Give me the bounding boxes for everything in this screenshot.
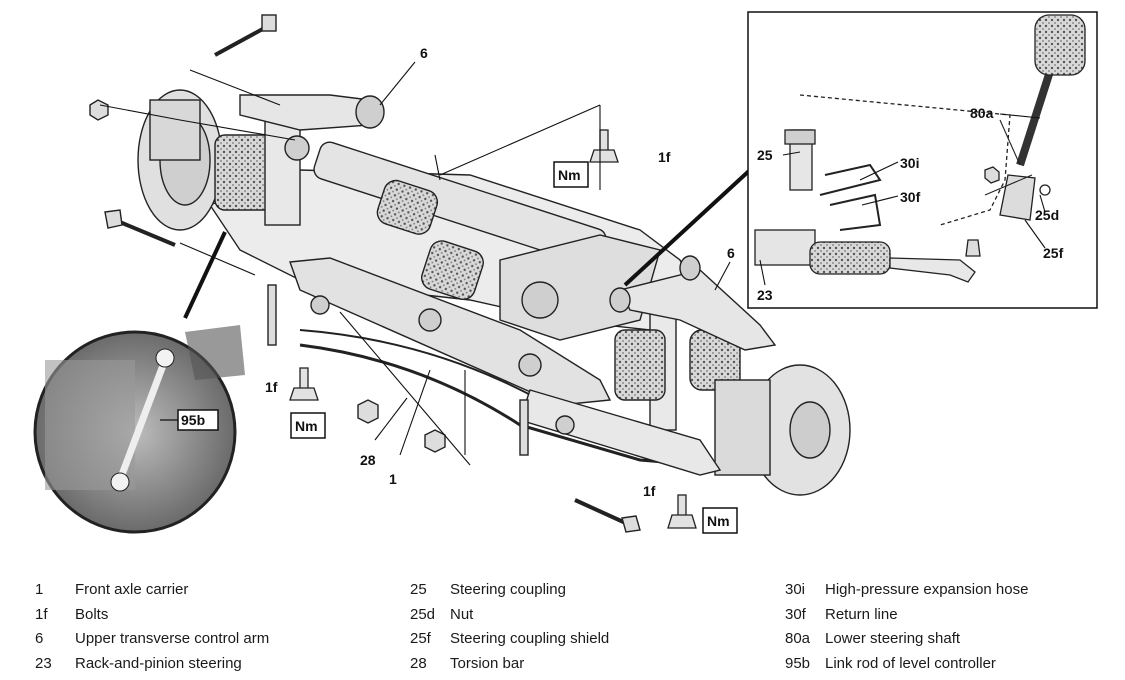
label-6-right: 6 bbox=[727, 245, 735, 261]
legend-item: 6 Upper transverse control arm bbox=[35, 627, 365, 652]
legend-description: Torsion bar bbox=[450, 654, 525, 672]
tie-rod-end bbox=[889, 257, 976, 283]
legend-description: Upper transverse control arm bbox=[75, 630, 270, 647]
legend-item: 23 Rack-and-pinion steering bbox=[35, 652, 365, 677]
label-1f-bottom: 1f bbox=[643, 483, 656, 499]
legend-code: 1f bbox=[35, 605, 48, 623]
svg-text:Nm: Nm bbox=[558, 167, 581, 183]
nm-box-left: Nm bbox=[290, 412, 326, 439]
label-25f: 25f bbox=[1043, 245, 1064, 261]
label-1: 1 bbox=[389, 471, 397, 487]
left-upper-control-arm bbox=[239, 94, 371, 131]
inset-steering-coupling bbox=[747, 11, 1098, 309]
legend-item: 1 Front axle carrier bbox=[35, 578, 365, 603]
legend-description: Link rod of level controller bbox=[825, 654, 996, 672]
legend-code: 95b bbox=[785, 654, 811, 672]
legend-description: Steering coupling bbox=[450, 581, 566, 598]
legend-item: 95b Link rod of level controller bbox=[785, 652, 1115, 677]
bolt-top-left bbox=[214, 23, 271, 57]
legend-code: 23 bbox=[35, 654, 52, 672]
legend-code: 1 bbox=[35, 581, 44, 598]
right-brake-caliper bbox=[714, 379, 771, 476]
label-1f-top: 1f bbox=[658, 149, 671, 165]
legend-code: 6 bbox=[35, 630, 44, 647]
stabilizer-link-left bbox=[267, 284, 277, 346]
upper-boot bbox=[1034, 14, 1086, 76]
main-axle-assembly bbox=[89, 14, 851, 533]
label-28: 28 bbox=[360, 452, 376, 468]
link-rod-95b bbox=[116, 358, 169, 482]
legend-description: Bolts bbox=[75, 605, 109, 623]
nut-top-left bbox=[89, 99, 109, 121]
right-strut-boot bbox=[614, 329, 666, 401]
front-axle-exploded-diagram: 6 6 1f 1f 1f 95b 28 1 25 30i 30f 80a 25d… bbox=[33, 11, 1098, 534]
label-30i: 30i bbox=[900, 155, 919, 171]
legend-column: 1 Front axle carrier 1f Bolts 6 Upper transve… bbox=[35, 578, 365, 676]
legend-code: 30f bbox=[785, 605, 806, 623]
label-95b: 95b bbox=[181, 412, 205, 428]
legend-item: 30f Return line bbox=[785, 603, 1115, 628]
legend-description: Nut bbox=[450, 605, 474, 623]
legend-code: 80a bbox=[785, 630, 811, 647]
label-6-top: 6 bbox=[420, 45, 428, 61]
inset-rack-housing bbox=[754, 229, 816, 266]
bolt-1f-left bbox=[289, 367, 319, 401]
label-80a: 80a bbox=[970, 105, 994, 121]
nm-box-top: Nm bbox=[553, 161, 589, 188]
legend-column: 25 Steering coupling 25d Nut 25f Steering cou… bbox=[410, 578, 740, 676]
legend-item: 30i High-pressure expansion hose bbox=[785, 578, 1115, 603]
legend-item: 25d Nut bbox=[410, 603, 740, 628]
right-upper-control-arm bbox=[618, 269, 777, 351]
legend-description: Rack-and-pinion steering bbox=[75, 654, 242, 672]
label-25d: 25d bbox=[1035, 207, 1059, 223]
legend-item: 25 Steering coupling bbox=[410, 578, 740, 603]
legend-code: 25f bbox=[410, 630, 431, 647]
torsion-bar bbox=[299, 343, 701, 467]
legend-item: 80a Lower steering shaft bbox=[785, 627, 1115, 652]
leader-lines bbox=[99, 61, 752, 466]
label-23: 23 bbox=[757, 287, 773, 303]
return-line bbox=[829, 193, 882, 231]
legend-description: Lower steering shaft bbox=[825, 630, 961, 647]
legend-item: 1f Bolts bbox=[35, 603, 365, 628]
legend-item: 25f Steering coupling shield bbox=[410, 627, 740, 652]
parts-legend: 1 Front axle carrier 1f Bolts 6 Upper transve… bbox=[0, 578, 1125, 678]
inset-rack-boot bbox=[809, 241, 891, 275]
nut-25d bbox=[984, 166, 1000, 184]
inset-photo-link-rod bbox=[33, 325, 245, 534]
nut-lower bbox=[424, 429, 446, 453]
legend-description: High-pressure expansion hose bbox=[825, 581, 1029, 598]
legend-item: 28 Torsion bar bbox=[410, 652, 740, 677]
bolt-left bbox=[114, 218, 176, 247]
svg-text:Nm: Nm bbox=[295, 418, 318, 434]
legend-code: 30i bbox=[785, 581, 806, 598]
label-30f: 30f bbox=[900, 189, 921, 205]
legend-description: Front axle carrier bbox=[75, 581, 189, 598]
bolt-bottom bbox=[574, 498, 631, 527]
legend-code: 25 bbox=[410, 581, 427, 598]
bolt-1f-bottom bbox=[667, 494, 697, 529]
nut-mid bbox=[357, 399, 379, 424]
svg-text:Nm: Nm bbox=[707, 513, 730, 529]
label-25: 25 bbox=[757, 147, 773, 163]
bolt-1f-top bbox=[589, 129, 619, 163]
center-rack-boot bbox=[421, 240, 484, 301]
legend-column: 30i High-pressure expansion hose 30f Return… bbox=[785, 578, 1115, 676]
stabilizer-link-right bbox=[519, 399, 529, 456]
legend-code: 25d bbox=[410, 605, 436, 623]
legend-code: 28 bbox=[410, 654, 427, 672]
nm-box-bottom: Nm bbox=[702, 507, 738, 534]
inset-leader-lines bbox=[759, 113, 1046, 286]
legend-description: Return line bbox=[825, 605, 898, 623]
legend-description: Steering coupling shield bbox=[450, 630, 610, 647]
left-brake-caliper bbox=[149, 99, 201, 161]
left-rack-boot bbox=[376, 179, 439, 235]
label-1f-left: 1f bbox=[265, 379, 278, 395]
